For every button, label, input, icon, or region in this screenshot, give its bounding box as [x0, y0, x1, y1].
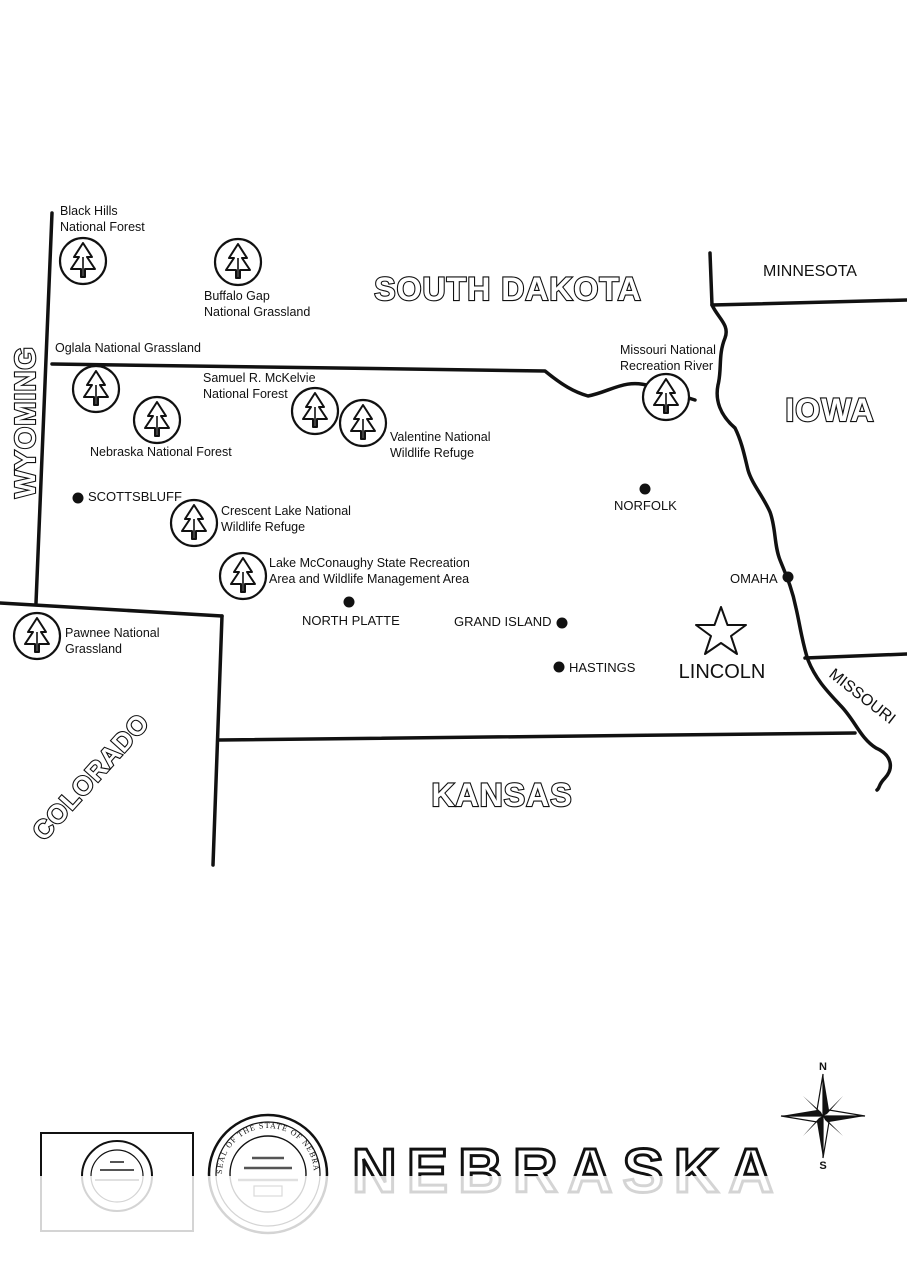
- svg-text:SCOTTSBLUFF: SCOTTSBLUFF: [88, 489, 182, 504]
- svg-text:Samuel R. McKelvie: Samuel R. McKelvie: [203, 371, 316, 385]
- tree-icon: [58, 236, 108, 286]
- south-dakota-label: SOUTH DAKOTA: [374, 271, 641, 307]
- svg-text:National Forest: National Forest: [203, 387, 288, 401]
- tree-icon: [641, 372, 691, 422]
- svg-text:Nebraska National Forest: Nebraska National Forest: [90, 445, 232, 459]
- svg-text:Pawnee National: Pawnee National: [65, 626, 160, 640]
- state-borders: [0, 211, 907, 867]
- city-omaha: OMAHA: [730, 571, 794, 586]
- wyoming-label: WYOMING: [10, 346, 42, 498]
- svg-text:HASTINGS: HASTINGS: [569, 660, 636, 675]
- colorado-label: COLORADO: [26, 707, 155, 846]
- city-norfolk: NORFOLK: [614, 483, 677, 513]
- city-hastings: HASTINGS: [553, 660, 636, 675]
- city-grand-island: GRAND ISLAND: [454, 614, 568, 629]
- compass-north: N: [819, 1061, 827, 1073]
- svg-text:NORFOLK: NORFOLK: [614, 498, 677, 513]
- city-dot: [556, 617, 568, 629]
- missouri-label: MISSOURI: [826, 666, 899, 728]
- svg-text:GRAND ISLAND: GRAND ISLAND: [454, 614, 552, 629]
- city-dot: [72, 492, 84, 504]
- city-dot: [553, 661, 565, 673]
- compass-south: S: [819, 1160, 826, 1172]
- svg-text:Oglala National Grassland: Oglala National Grassland: [55, 341, 201, 355]
- park-mcconaughy: Lake McConaughy State Recreation Area an…: [218, 551, 470, 601]
- tree-icon: [12, 611, 62, 661]
- iowa-label: IOWA: [785, 392, 874, 428]
- park-pawnee: Pawnee National Grassland: [12, 611, 160, 661]
- svg-text:Lake McConaughy State Recreati: Lake McConaughy State Recreation: [269, 556, 470, 570]
- svg-text:NORTH PLATTE: NORTH PLATTE: [302, 613, 400, 628]
- capital-lincoln: LINCOLN: [679, 606, 766, 683]
- park-buffalo-gap: Buffalo Gap National Grassland: [204, 237, 310, 319]
- svg-text:Wildlife Refuge: Wildlife Refuge: [390, 446, 474, 460]
- tree-icon: [290, 386, 340, 436]
- svg-text:Wildlife Refuge: Wildlife Refuge: [221, 520, 305, 534]
- park-mckelvie: Samuel R. McKelvie National Forest: [203, 371, 340, 436]
- kansas-label: KANSAS: [431, 777, 572, 813]
- park-valentine: Valentine National Wildlife Refuge: [338, 398, 491, 460]
- tree-icon: [132, 395, 182, 445]
- missouri-river-line: [710, 303, 893, 792]
- svg-text:Missouri National: Missouri National: [620, 343, 716, 357]
- park-missouri-river: Missouri National Recreation River: [620, 343, 716, 422]
- capital-star-icon: [695, 606, 747, 655]
- compass-rose: N S: [780, 1061, 866, 1172]
- svg-text:Black Hills: Black Hills: [60, 204, 118, 218]
- park-nebraska-nf: Nebraska National Forest: [90, 395, 232, 459]
- city-dot: [343, 596, 355, 608]
- bottom-fade: [0, 1176, 907, 1280]
- svg-text:Recreation River: Recreation River: [620, 359, 713, 373]
- tree-icon: [218, 551, 268, 601]
- tree-icon: [71, 364, 121, 414]
- svg-text:LINCOLN: LINCOLN: [679, 661, 766, 683]
- city-scottsbluff: SCOTTSBLUFF: [72, 489, 182, 504]
- minnesota-label: MINNESOTA: [763, 263, 857, 280]
- tree-icon: [169, 498, 219, 548]
- compass-icon: [780, 1073, 866, 1159]
- svg-text:Crescent Lake National: Crescent Lake National: [221, 504, 351, 518]
- svg-text:OMAHA: OMAHA: [730, 571, 778, 586]
- tree-icon: [338, 398, 388, 448]
- city-dot: [639, 483, 651, 495]
- svg-text:Buffalo Gap: Buffalo Gap: [204, 289, 270, 303]
- park-oglala: Oglala National Grassland: [55, 341, 201, 414]
- park-black-hills: Black Hills National Forest: [58, 204, 145, 286]
- city-north-platte: NORTH PLATTE: [302, 596, 400, 628]
- svg-text:National Grassland: National Grassland: [204, 305, 310, 319]
- city-dot: [782, 571, 794, 583]
- tree-icon: [213, 237, 263, 287]
- park-crescent-lake: Crescent Lake National Wildlife Refuge: [169, 498, 351, 548]
- svg-text:Area and Wildlife Management A: Area and Wildlife Management Area: [269, 572, 469, 586]
- svg-text:Valentine National: Valentine National: [390, 430, 491, 444]
- svg-text:SEAL OF THE STATE OF NEBRASKA: SEAL OF THE STATE OF NEBRASKA: [0, 0, 321, 1174]
- svg-text:National Forest: National Forest: [60, 220, 145, 234]
- svg-text:Grassland: Grassland: [65, 642, 122, 656]
